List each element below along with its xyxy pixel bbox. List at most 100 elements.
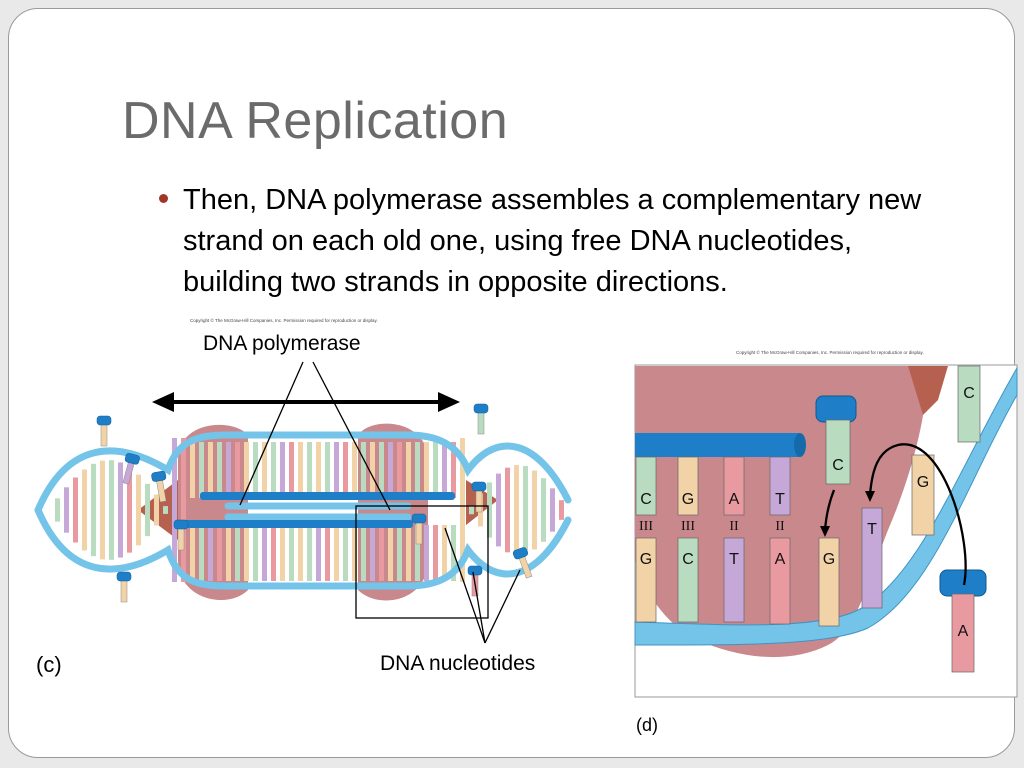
base-rung [514,465,519,555]
free-nucleotide [122,453,140,485]
base-rung [496,473,501,547]
base-rung [352,525,357,581]
base-rung [370,525,375,581]
base-rung [154,494,159,526]
base-top: A [723,456,745,516]
free-nucleotide [512,547,533,579]
base-rung [136,474,141,546]
free-nucleotide [473,403,489,435]
hydrogen-bond-mark: III [639,519,653,534]
base-rung [469,505,474,515]
free-nucleotide [173,519,189,551]
base-rung [334,525,339,581]
figure-d-close-up: Copyright © The McGraw-Hill Companies, I… [634,349,1018,735]
base-rung [307,525,312,581]
base-rung [550,488,555,532]
base-letter: G [640,551,652,568]
base-rung [289,442,294,498]
base-rung [397,525,402,581]
nucleotide-pointer-lines [444,527,521,644]
base-rung [406,525,411,581]
base-rung [208,442,213,498]
base-rung [190,525,195,581]
sugar-phosphate-backbone [34,431,572,514]
base-top: C [635,456,657,516]
free-nucleotide [96,415,112,447]
base-rung [415,525,420,581]
base-rung [73,477,78,543]
base-letter: T [729,551,739,568]
base-rung [235,525,240,581]
free-nucleotide [411,513,427,545]
base-rung [190,442,195,498]
base-rung [244,525,249,581]
figure-c-dna-replication-bubble: Copyright © The McGraw-Hill Companies, I… [34,317,572,677]
base-rung [541,478,546,542]
base-rung [316,525,321,581]
base-rung [415,442,420,498]
base-bottom: T [723,537,745,623]
base-rung [451,442,456,498]
figure-c-panel-label: (c) [36,652,62,677]
figure-d-panel-label: (d) [636,715,658,735]
bullet-dot-icon [159,194,168,203]
base-rung [361,442,366,498]
base-top: G [677,456,699,516]
base-letter: G [823,551,835,568]
base-rung [352,442,357,498]
base-rung [316,442,321,498]
base-letter: G [682,491,694,508]
figure-d-copyright: Copyright © The McGraw-Hill Companies, I… [736,349,924,355]
base-rung [379,442,384,498]
nucleotide-cap [939,569,987,597]
base-rung [343,525,348,581]
base-rung [82,469,87,551]
base-rung [325,525,330,581]
base-rung [163,506,168,514]
base-rung [379,525,384,581]
base-rung [226,525,231,581]
base-rung [64,487,69,533]
base-rung [271,442,276,498]
nucleotide-cap [815,395,857,423]
free-nucleotide [151,470,167,503]
base-rung [388,525,393,581]
base-rung [118,462,123,558]
base-rung [199,525,204,581]
dna-double-helix [34,431,572,590]
base-rung [235,442,240,498]
base-rung [289,525,294,581]
base-rung [361,525,366,581]
base-rung [343,442,348,498]
base-rung [199,442,204,498]
hydrogen-bond-mark: II [729,519,739,534]
base-rung [217,525,222,581]
free-nucleotide: C [825,419,851,485]
base-rung [442,525,447,581]
base-rung [91,463,96,557]
base-bottom: C [677,537,699,623]
hydrogen-bond-mark: III [681,519,695,534]
base-rung [172,438,177,582]
base-rung [100,460,105,560]
base-rung [244,442,249,498]
free-nucleotide: C [957,365,981,443]
base-rung [280,442,285,498]
direction-double-arrow-icon [152,392,460,412]
polymerase-pointer-lines [239,361,391,511]
base-rung [325,442,330,498]
base-letter: A [729,491,740,508]
base-letter: T [775,491,785,508]
base-letter: C [963,385,975,402]
new-strand-backbone [635,433,800,457]
figure-c-copyright: Copyright © The McGraw-Hill Companies, I… [190,317,378,323]
free-nucleotide [116,571,132,603]
base-rung [532,470,537,550]
slide-title: DNA Replication [122,92,509,150]
base-rung [262,525,267,581]
base-bottom: G [818,537,840,627]
base-letter: A [775,551,786,568]
base-top: T [769,456,791,516]
base-letter: G [917,474,929,491]
hydrogen-bond-mark: II [775,519,785,534]
